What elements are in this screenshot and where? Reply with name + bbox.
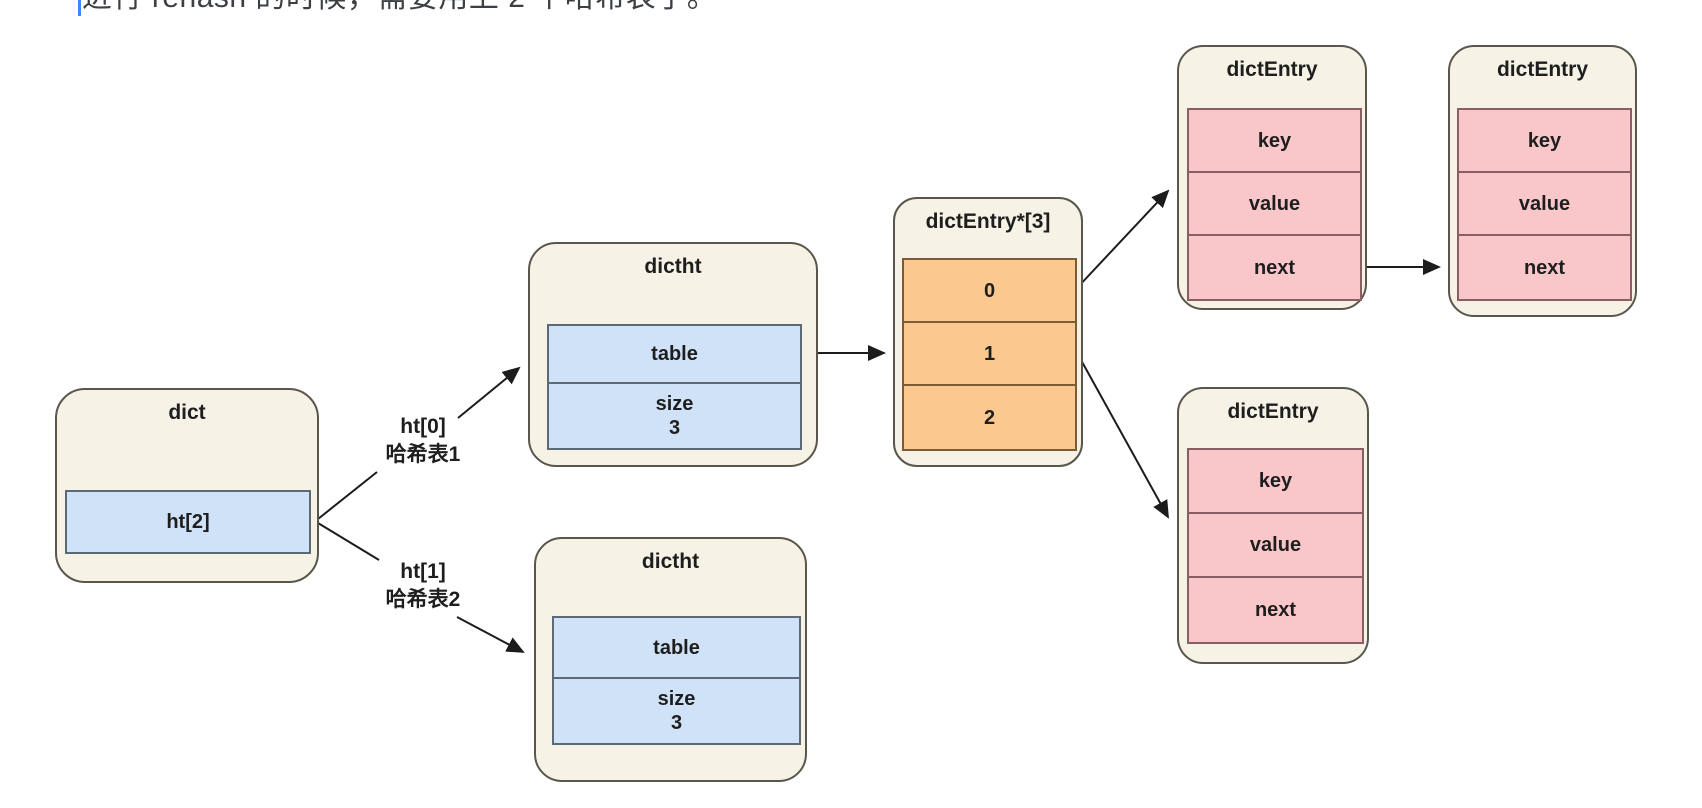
dictht2-size-label: size bbox=[657, 688, 696, 710]
entry3-key-cell: key bbox=[1189, 450, 1362, 514]
dict-field-ht2: ht[2] bbox=[166, 511, 210, 533]
entry3-title: dictEntry bbox=[1227, 400, 1319, 423]
text-cursor bbox=[78, 0, 81, 16]
label-ht1-code: ht[1] bbox=[400, 560, 446, 583]
dictht2-size-value: 3 bbox=[670, 712, 683, 734]
intro-text[interactable]: 进行 rehash 的时候，需要用上 2 个哈希表了。 bbox=[82, 0, 717, 15]
entry2-next-cell: next bbox=[1523, 256, 1566, 279]
label-ht1: ht[1] 哈希表2 bbox=[348, 558, 498, 614]
bucket-cell-0: 0 bbox=[904, 260, 1075, 323]
edge-dict-to-ht1-label bbox=[317, 522, 380, 561]
edge-bucket1-to-entry3 bbox=[1080, 359, 1169, 519]
dict-box: dict ht[2] bbox=[55, 388, 319, 583]
dictht2-title: dictht bbox=[641, 550, 700, 573]
dictht2-table-cell: table bbox=[554, 618, 799, 679]
dictht1-box: dictht table size 3 bbox=[528, 242, 818, 467]
edge-dict-to-ht0-label bbox=[317, 471, 378, 520]
entry2-value-cell: value bbox=[1459, 173, 1630, 236]
entry2-key-cell: key bbox=[1459, 110, 1630, 173]
dictht1-size-cell: size 3 bbox=[549, 384, 800, 448]
bucket-cell-1: 1 bbox=[904, 323, 1075, 386]
dict-title: dict bbox=[168, 401, 206, 424]
entry1-title: dictEntry bbox=[1226, 58, 1318, 81]
label-ht0-name: 哈希表1 bbox=[385, 443, 461, 466]
entry3-box: dictEntry key value next bbox=[1177, 387, 1369, 664]
label-ht0-code: ht[0] bbox=[400, 415, 446, 438]
label-ht1-name: 哈希表2 bbox=[385, 588, 461, 611]
bucket-array-title: dictEntry*[3] bbox=[925, 210, 1051, 233]
entry2-title: dictEntry bbox=[1496, 58, 1588, 81]
entry3-next-cell: next bbox=[1254, 599, 1297, 621]
bucket-cell-2: 2 bbox=[983, 406, 996, 429]
dictht1-size-value: 3 bbox=[668, 417, 681, 439]
entry1-box: dictEntry key value next bbox=[1177, 45, 1367, 310]
dictht2-size-cell: size 3 bbox=[554, 679, 799, 743]
entry1-value-cell: value bbox=[1189, 173, 1360, 236]
entry1-key-cell: key bbox=[1189, 110, 1360, 173]
dictht1-size-label: size bbox=[655, 393, 694, 415]
entry1-next-cell: next bbox=[1253, 256, 1296, 279]
entry2-box: dictEntry key value next bbox=[1448, 45, 1637, 317]
dictht1-table-cell: table bbox=[549, 326, 800, 384]
dictht2-box: dictht table size 3 bbox=[534, 537, 807, 782]
bucket-array-box: dictEntry*[3] 0 1 2 bbox=[893, 197, 1083, 467]
edge-bucket0-to-entry1 bbox=[1076, 189, 1170, 289]
edge-ht1-to-dictht2 bbox=[456, 616, 525, 653]
label-ht0: ht[0] 哈希表1 bbox=[348, 413, 498, 469]
dictht1-title: dictht bbox=[644, 255, 702, 278]
entry3-value-cell: value bbox=[1189, 514, 1362, 578]
edge-ht0-to-dictht1 bbox=[457, 366, 521, 419]
